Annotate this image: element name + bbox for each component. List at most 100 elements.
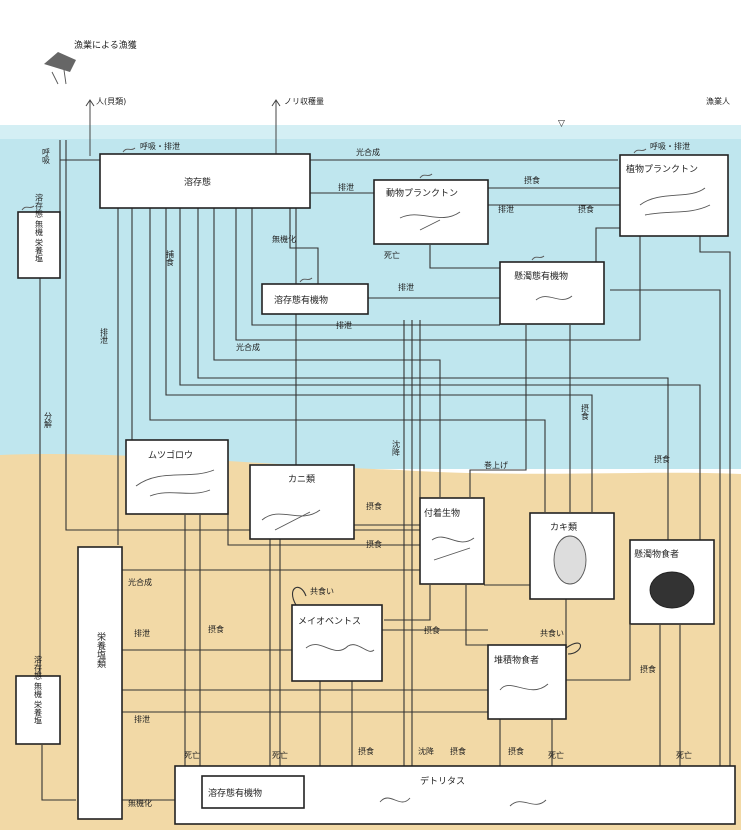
node-box <box>15 675 61 745</box>
flow-label: 巻上げ <box>484 460 508 470</box>
flow-line <box>251 208 500 326</box>
flow-line <box>610 289 721 770</box>
flow-label: 摂食 <box>208 624 224 634</box>
node-box <box>419 497 485 585</box>
flow-label: 呼吸 <box>42 147 51 165</box>
fishing-label: 漁業による漁獲 <box>74 39 137 51</box>
top-mid-flow-label: ノリ収穫量 <box>284 96 324 106</box>
flow-line <box>595 227 620 262</box>
zooplankton-label: 動物プランクトン <box>386 187 458 199</box>
deposit-feeder-label: 堆積物食者 <box>494 654 539 666</box>
node-box <box>125 439 229 515</box>
phytoplankton-label: 植物プランクトン <box>626 163 698 175</box>
left-column-label: 栄養塩類 <box>95 631 106 669</box>
flow-line <box>469 325 527 497</box>
top-right-flow-label: 漁業人 <box>706 96 730 106</box>
flow-label: 沈降 <box>392 439 401 457</box>
flow-label: 分解 <box>44 412 53 429</box>
flow-label: 排泄 <box>134 628 150 638</box>
flow-label: 摂食 <box>424 625 440 635</box>
node-box <box>291 604 383 682</box>
flow-label: 摂食 <box>358 746 374 756</box>
flow-line <box>289 208 319 285</box>
top-left-flow-label: 人(貝類) <box>96 96 126 106</box>
flow-label: 呼吸・排泄 <box>650 141 690 151</box>
flow-line <box>384 585 431 621</box>
flow-label: 摂食 <box>524 175 540 185</box>
flow-label: 死亡 <box>272 750 288 760</box>
flow-label: 排泄 <box>134 714 150 724</box>
oyster-label: カキ類 <box>550 522 577 533</box>
flow-label: 共食い <box>310 586 334 596</box>
flow-label: 排泄 <box>498 204 514 214</box>
node-box <box>201 775 305 809</box>
flow-line <box>41 745 76 801</box>
water-surface-band <box>0 125 741 139</box>
node-box <box>99 153 311 209</box>
flow-label: 無機化 <box>272 234 296 244</box>
flow-label: 共食い <box>540 628 564 638</box>
node-box <box>249 464 355 540</box>
node-box <box>373 179 489 245</box>
flow-label: 無機化 <box>128 798 152 808</box>
left-top-box-label: 溶存態 無機 栄養塩 <box>35 192 44 262</box>
benthic-fish-label: ムツゴロウ <box>148 449 193 461</box>
sediment-dissolved-label: 溶存態有機物 <box>208 787 262 799</box>
flow-label: 光合成 <box>236 342 260 352</box>
left-bottom-box-label: 溶存態 無機 栄養塩 <box>34 654 43 724</box>
water-surface-icon: ▽ <box>558 119 565 129</box>
flow-lines <box>39 140 731 801</box>
flow-label: 呼吸・排泄 <box>140 141 180 151</box>
crab-label: カニ類 <box>288 474 315 485</box>
dissolved-label: 溶存態 <box>184 176 211 188</box>
node-box <box>499 261 605 325</box>
detritus-label: デトリタス <box>420 775 465 787</box>
node-box <box>487 644 567 720</box>
flow-label: 死亡 <box>548 750 564 760</box>
flow-label: 沈降 <box>418 746 434 756</box>
flow-label: 排泄 <box>398 282 414 292</box>
flow-line <box>227 510 420 546</box>
flow-line <box>429 245 500 269</box>
flow-line <box>699 236 731 770</box>
meiobenthos-label: メイオベントス <box>298 616 361 627</box>
flow-line <box>235 208 641 341</box>
flow-label: 摂食 <box>581 403 590 421</box>
flow-line <box>165 208 593 512</box>
flow-line <box>465 585 488 646</box>
flow-label: 摂食 <box>366 501 382 511</box>
dissolved-organic-label: 溶存態有機物 <box>274 294 328 306</box>
node-box <box>261 283 369 315</box>
flow-label: 排泄 <box>338 182 354 192</box>
flow-label: 死亡 <box>184 750 200 760</box>
node-box <box>17 211 61 279</box>
arrow-top-mid <box>271 99 281 156</box>
flow-label: 捕食 <box>166 249 175 267</box>
flow-line <box>213 208 441 497</box>
sky-area <box>0 0 741 125</box>
meio-self-loop <box>291 586 307 606</box>
flow-label: 排泄 <box>336 320 352 330</box>
flow-label: 摂食 <box>578 204 594 214</box>
flow-line <box>149 208 546 512</box>
flow-line <box>197 208 669 540</box>
flow-label: 摂食 <box>508 746 524 756</box>
flow-label: 光合成 <box>356 147 380 157</box>
benthic-producers-label: 懸濁態有機物 <box>514 270 568 282</box>
surface-marker-icons <box>21 147 647 283</box>
flow-label: 摂食 <box>450 746 466 756</box>
flow-label: 摂食 <box>640 664 656 674</box>
deposit-self-loop <box>565 642 582 655</box>
flow-line <box>566 625 631 681</box>
node-box <box>77 546 123 820</box>
node-illustration <box>135 187 711 807</box>
suspended-bottom-label: 懸濁物食者 <box>634 548 679 560</box>
flow-label: 死亡 <box>676 750 692 760</box>
flow-label: 排泄 <box>100 327 109 344</box>
flow-label: 死亡 <box>384 250 400 260</box>
flow-label: 光合成 <box>128 577 152 587</box>
flow-label: 摂食 <box>366 539 382 549</box>
flow-label: 摂食 <box>654 454 670 464</box>
